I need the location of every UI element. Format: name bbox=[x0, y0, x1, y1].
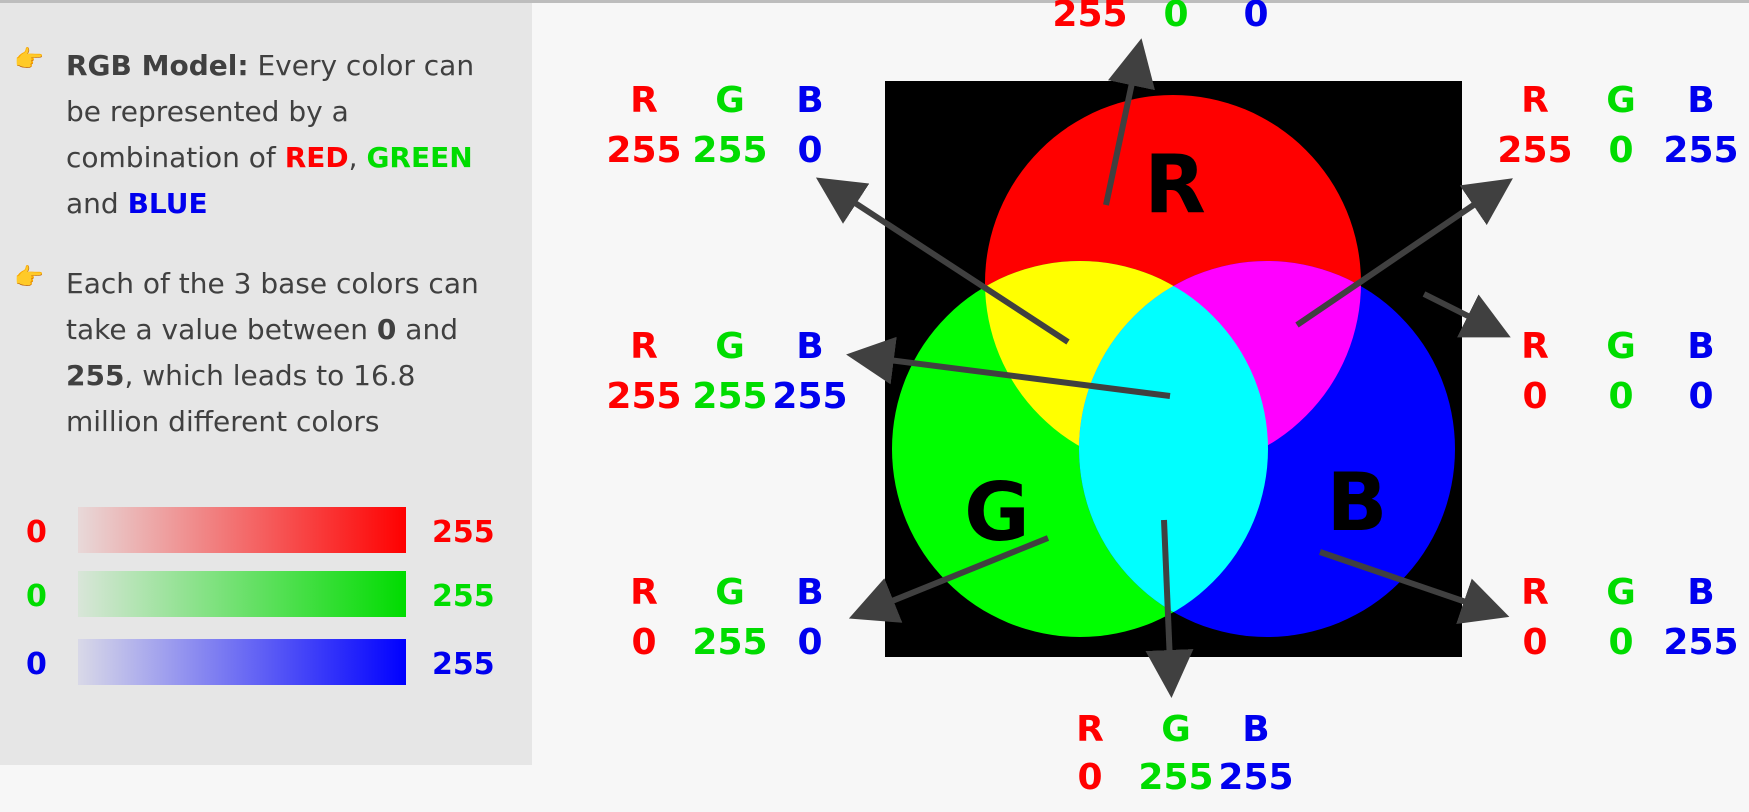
header-g: G bbox=[1161, 709, 1191, 750]
pointing-hand-icon: 👉 bbox=[14, 45, 44, 73]
header-r: R bbox=[630, 572, 658, 613]
header-b: B bbox=[796, 572, 824, 613]
header-b: B bbox=[796, 326, 824, 367]
sep1: , bbox=[348, 141, 367, 174]
range-text-c: , which leads to 16.8 million different … bbox=[66, 359, 416, 438]
label-red: 255 0 0 bbox=[1050, 0, 1300, 97]
header-g: G bbox=[715, 80, 745, 121]
label-blue: R G B 0 0 255 bbox=[1495, 575, 1745, 675]
red-r-value: 255 bbox=[1052, 0, 1128, 35]
red-max-label: 255 bbox=[432, 515, 495, 550]
label-cyan: R G B 0 255 255 bbox=[1050, 712, 1300, 812]
magenta-r-value: 255 bbox=[1497, 130, 1573, 171]
green-gradient-bar bbox=[78, 571, 406, 617]
header-g: G bbox=[1606, 572, 1636, 613]
header-b: B bbox=[1687, 326, 1715, 367]
header-g: G bbox=[715, 326, 745, 367]
arrow-to-green bbox=[848, 535, 1050, 623]
sidebar-panel: 👉 RGB Model: Every color can be represen… bbox=[0, 3, 532, 765]
red-g-value: 0 bbox=[1163, 0, 1189, 35]
green-b-value: 0 bbox=[797, 622, 823, 663]
cyan-r-value: 0 bbox=[1077, 757, 1103, 798]
circle-letter-r: R bbox=[1144, 138, 1206, 231]
header-g: G bbox=[1606, 80, 1636, 121]
yellow-g-value: 255 bbox=[692, 130, 768, 171]
header-b: B bbox=[1242, 709, 1270, 750]
magenta-g-value: 0 bbox=[1608, 130, 1634, 171]
header-r: R bbox=[1521, 80, 1549, 121]
red-min-label: 0 bbox=[26, 515, 47, 550]
rgb-venn-diagram: R G B bbox=[815, 38, 1513, 698]
rgb-model-title: RGB Model: bbox=[66, 49, 249, 82]
label-black: R G B 0 0 0 bbox=[1495, 329, 1745, 429]
range-min: 0 bbox=[376, 313, 397, 346]
bullet-rgb-model-text: RGB Model: Every color can be represente… bbox=[66, 43, 486, 227]
white-b-value: 255 bbox=[772, 376, 848, 417]
blue-min-label: 0 bbox=[26, 647, 47, 682]
word-blue: BLUE bbox=[127, 187, 208, 220]
blue-channel-slider: 0 255 bbox=[0, 639, 532, 687]
arrow-to-magenta bbox=[1295, 178, 1513, 328]
blue-max-label: 255 bbox=[432, 647, 495, 682]
green-channel-slider: 0 255 bbox=[0, 571, 532, 619]
green-min-label: 0 bbox=[26, 579, 47, 614]
label-white: R G B 255 255 255 bbox=[604, 329, 854, 429]
circle-letter-g: G bbox=[964, 466, 1030, 559]
arrow-to-blue bbox=[1319, 549, 1510, 625]
black-g-value: 0 bbox=[1608, 376, 1634, 417]
magenta-b-value: 255 bbox=[1663, 130, 1739, 171]
range-text-b: and bbox=[396, 313, 458, 346]
header-r: R bbox=[1521, 326, 1549, 367]
green-max-label: 255 bbox=[432, 579, 495, 614]
white-g-value: 255 bbox=[692, 376, 768, 417]
pointing-hand-icon: 👉 bbox=[14, 263, 44, 291]
header-r: R bbox=[630, 326, 658, 367]
arrow-to-yellow bbox=[815, 177, 1070, 345]
circle-letter-b: B bbox=[1327, 456, 1388, 549]
label-magenta: R G B 255 0 255 bbox=[1495, 83, 1745, 183]
cyan-overlap bbox=[1079, 261, 1268, 637]
sep2: and bbox=[66, 187, 128, 220]
blue-b-value: 255 bbox=[1663, 622, 1739, 663]
green-r-value: 0 bbox=[631, 622, 657, 663]
yellow-b-value: 0 bbox=[797, 130, 823, 171]
yellow-r-value: 255 bbox=[606, 130, 682, 171]
arrow-to-black bbox=[1422, 291, 1511, 338]
arrow-to-red bbox=[1103, 38, 1155, 206]
header-b: B bbox=[796, 80, 824, 121]
header-b: B bbox=[1687, 80, 1715, 121]
top-border bbox=[0, 0, 1749, 3]
label-green: R G B 0 255 0 bbox=[604, 575, 854, 675]
red-gradient-bar bbox=[78, 507, 406, 553]
cyan-b-value: 255 bbox=[1218, 757, 1294, 798]
range-text-a: Each of the 3 base colors can take a val… bbox=[66, 267, 479, 346]
header-r: R bbox=[630, 80, 658, 121]
blue-g-value: 0 bbox=[1608, 622, 1634, 663]
header-g: G bbox=[1606, 326, 1636, 367]
header-g: G bbox=[715, 572, 745, 613]
black-b-value: 0 bbox=[1688, 376, 1714, 417]
red-channel-slider: 0 255 bbox=[0, 507, 532, 555]
bullet-value-range-text: Each of the 3 base colors can take a val… bbox=[66, 261, 486, 445]
blue-gradient-bar bbox=[78, 639, 406, 685]
range-max: 255 bbox=[66, 359, 125, 392]
header-r: R bbox=[1521, 572, 1549, 613]
white-r-value: 255 bbox=[606, 376, 682, 417]
word-green: GREEN bbox=[366, 141, 473, 174]
rgb-model-text-a: Every color can be represented by a comb… bbox=[66, 49, 475, 174]
arrow-to-white bbox=[846, 336, 1171, 399]
green-g-value: 255 bbox=[692, 622, 768, 663]
header-b: B bbox=[1687, 572, 1715, 613]
cyan-g-value: 255 bbox=[1138, 757, 1214, 798]
arrow-to-cyan bbox=[1145, 519, 1194, 698]
blue-r-value: 0 bbox=[1522, 622, 1548, 663]
black-r-value: 0 bbox=[1522, 376, 1548, 417]
word-red: RED bbox=[284, 141, 349, 174]
label-yellow: R G B 255 255 0 bbox=[604, 83, 854, 183]
red-b-value: 0 bbox=[1243, 0, 1269, 35]
header-r: R bbox=[1076, 709, 1104, 750]
